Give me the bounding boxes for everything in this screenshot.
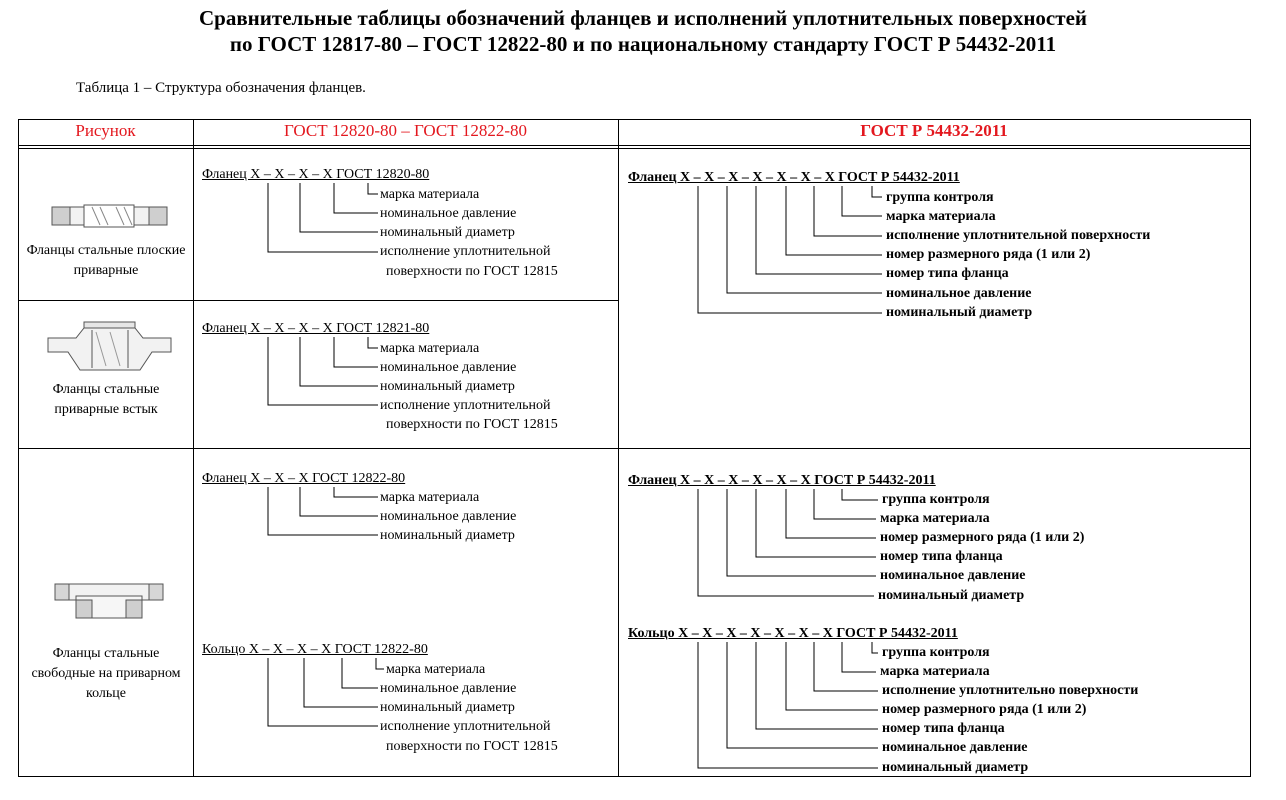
part-label: марка материала [886, 209, 996, 224]
column-divider-2 [618, 119, 619, 776]
part-label: номер типа фланца [886, 266, 1009, 281]
row-divider-1 [18, 300, 618, 301]
part-label: номинальное давление [380, 509, 517, 524]
designation-code-12822-flange: Фланец X – X – X ГОСТ 12822-80 [202, 471, 406, 486]
table-caption: Таблица 1 – Структура обозначения фланце… [76, 80, 366, 96]
figure-label-loose-ring: Фланцы стальные свободные на приварном к… [31, 646, 181, 701]
part-label: номинальное давление [880, 568, 1026, 583]
part-label: номер размерного ряда (1 или 2) [882, 702, 1087, 717]
designation-code-54432-ring: Кольцо X – X – X – X – X – X – X ГОСТ Р … [628, 626, 958, 641]
column-divider-1 [193, 119, 194, 776]
designation-code-54432-loose-flange: Фланец X – X – X – X – X – X ГОСТ Р 5443… [628, 473, 936, 488]
part-label: исполнение уплотнительной [380, 398, 551, 413]
part-label: номинальный диаметр [380, 700, 515, 715]
designation-code-12822-ring: Кольцо X – X – X – X ГОСТ 12822-80 [202, 642, 428, 657]
part-label: марка материала [386, 662, 486, 677]
figure-label-weld-neck: Фланцы стальные приварные встык [52, 382, 160, 417]
page-title-line2: по ГОСТ 12817-80 – ГОСТ 12822-80 и по на… [229, 32, 1057, 56]
part-label: поверхности по ГОСТ 12815 [386, 739, 558, 754]
table-border-left [18, 119, 19, 776]
part-label: исполнение уплотнительной [380, 244, 551, 259]
row-divider-2 [18, 448, 1251, 449]
figure-label-flat-welded: Фланцы стальные плоские приварные [26, 243, 186, 278]
table-border-right [1250, 119, 1251, 776]
part-label: марка материала [880, 664, 990, 679]
part-label: номинальный диаметр [878, 588, 1025, 603]
designation-code-54432-flange: Фланец X – X – X – X – X – X – X ГОСТ Р … [628, 170, 960, 185]
header-divider [18, 145, 1251, 146]
part-label: номинальное давление [882, 740, 1028, 755]
part-label: марка материала [380, 341, 480, 356]
part-label: номинальный диаметр [886, 305, 1033, 320]
designation-code-12821: Фланец X – X – X – X ГОСТ 12821-80 [202, 321, 430, 336]
part-label: номинальный диаметр [380, 528, 515, 543]
part-label: группа контроля [882, 492, 990, 507]
page-title-line1: Сравнительные таблицы обозначений фланце… [199, 6, 1087, 30]
part-label: номинальный диаметр [380, 225, 515, 240]
part-label: группа контроля [882, 645, 990, 660]
part-label: марка материала [380, 187, 480, 202]
part-label: номинальный диаметр [380, 379, 515, 394]
part-label: поверхности по ГОСТ 12815 [386, 417, 558, 432]
part-label: исполнение уплотнительной [380, 719, 551, 734]
col-header-gost-new: ГОСТ Р 54432-2011 [860, 121, 1008, 140]
part-label: номинальное давление [380, 206, 517, 221]
part-label: номинальное давление [380, 360, 517, 375]
part-label: поверхности по ГОСТ 12815 [386, 264, 558, 279]
header-divider-double [18, 148, 1251, 149]
part-label: группа контроля [886, 190, 994, 205]
col-header-gost-old: ГОСТ 12820-80 – ГОСТ 12822-80 [283, 121, 528, 140]
part-label: марка материала [880, 511, 990, 526]
part-label: номер типа фланца [880, 549, 1003, 564]
col-header-figure: Рисунок [75, 121, 136, 140]
part-label: номинальный диаметр [882, 760, 1029, 775]
part-label: исполнение уплотнительной поверхности [886, 228, 1151, 243]
part-label: номер типа фланца [882, 721, 1005, 736]
part-label: исполнение уплотнительно поверхности [882, 683, 1139, 698]
flat-flange-drawing [51, 204, 168, 228]
loose-flange-drawing [54, 583, 164, 619]
part-label: номинальное давление [380, 681, 517, 696]
part-label: марка материала [380, 490, 480, 505]
table-border-top [18, 119, 1251, 120]
designation-code-12820: Фланец X – X – X – X ГОСТ 12820-80 [202, 167, 430, 182]
part-label: номинальное давление [886, 286, 1032, 301]
weld-neck-flange-drawing [47, 321, 172, 371]
table-border-bottom [18, 776, 1251, 777]
part-label: номер размерного ряда (1 или 2) [886, 247, 1091, 262]
part-label: номер размерного ряда (1 или 2) [880, 530, 1085, 545]
